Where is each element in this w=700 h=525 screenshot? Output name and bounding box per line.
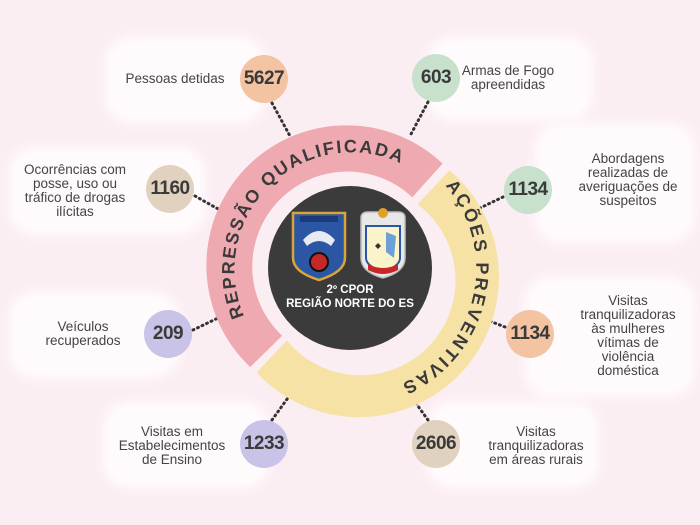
stat-card-detidos — [110, 42, 260, 118]
stat-card-violencia — [530, 282, 690, 392]
stat-value-violencia: 1134 — [506, 310, 554, 358]
stat-label-veiculos: Veículos recuperados — [45, 319, 121, 348]
stat-value-rurais: 2606 — [412, 420, 460, 468]
stat-label-detidos: Pessoas detidas — [125, 71, 225, 86]
center-title-line2: REGIÃO NORTE DO ES — [286, 298, 414, 310]
stat-label-abordagens: Abordagens realizadas de averiguações de… — [578, 151, 678, 208]
center-circle — [268, 186, 432, 350]
stat-card-abordagens — [540, 128, 690, 238]
stat-value-armas: 603 — [412, 54, 460, 102]
policia-militar-logo — [291, 211, 347, 282]
stat-value-drogas: 1160 — [146, 165, 194, 213]
repressao-arc — [206, 125, 443, 368]
cpor-shield-icon — [360, 208, 406, 279]
stat-value-veiculos: 209 — [144, 310, 192, 358]
stat-value-detidos: 5627 — [240, 55, 288, 103]
stat-label-violencia: Visitas tranquilizadoras às mulheres vít… — [580, 293, 676, 378]
stat-label-drogas: Ocorrências com posse, uso ou tráfico de… — [23, 162, 127, 219]
acoes-arc — [256, 170, 500, 418]
stat-card-ensino — [108, 407, 264, 483]
stat-label-rurais: Visitas tranquilizadoras em áreas rurais — [488, 424, 584, 467]
stat-label-armas: Armas de Fogo apreendidas — [461, 63, 555, 92]
stat-value-ensino: 1233 — [240, 420, 288, 468]
center-title-line1: 2º CPOR — [326, 284, 374, 296]
connector-lines — [191, 100, 507, 422]
stat-label-ensino: Visitas em Estabelecimentos de Ensino — [118, 424, 226, 467]
stat-value-abordagens: 1134 — [504, 166, 552, 214]
